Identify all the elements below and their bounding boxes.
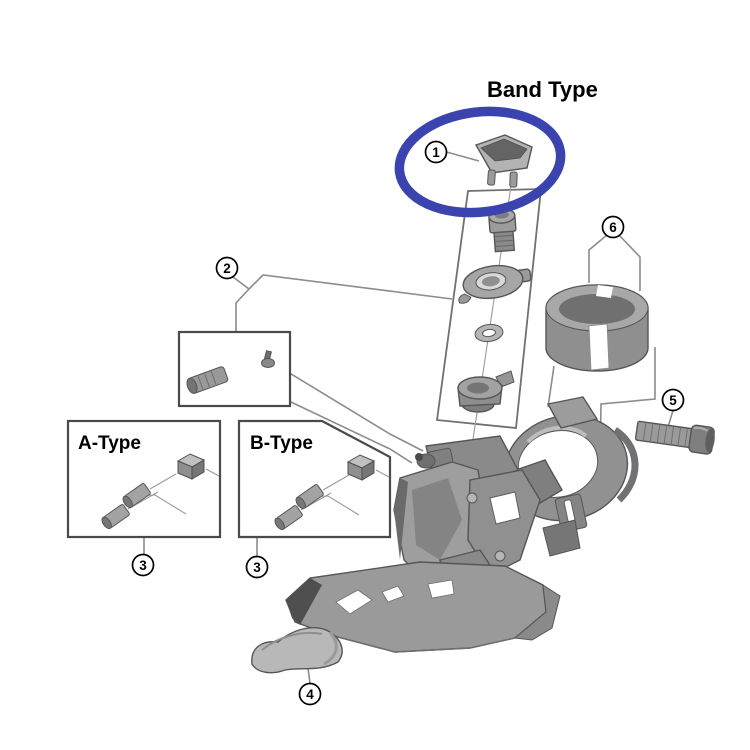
svg-text:6: 6	[609, 220, 617, 235]
a-type-label: A-Type	[78, 433, 141, 454]
part-4-skid-plate	[251, 627, 343, 674]
highlight-ellipse	[394, 106, 566, 218]
svg-text:3: 3	[139, 558, 147, 573]
callout-3-b: 3	[245, 555, 269, 579]
callout-1: 1	[424, 140, 448, 164]
bolt-chain-parts	[457, 208, 532, 413]
band-shim	[545, 284, 649, 372]
band-type-label: Band Type	[487, 77, 598, 102]
svg-text:3: 3	[253, 560, 261, 575]
cable-anchor-plate	[458, 264, 532, 304]
svg-text:5: 5	[669, 393, 677, 408]
chain-guide-cage	[285, 561, 561, 653]
callout-2: 2	[215, 256, 239, 280]
callout-5: 5	[661, 388, 685, 412]
clamp-bolt	[634, 420, 715, 455]
callout-4: 4	[298, 682, 322, 706]
b-type-box: B-Type	[237, 419, 392, 539]
clamp-nut	[457, 370, 515, 413]
cable-clamp-bolt-on-body	[415, 447, 454, 469]
adjuster-box	[177, 330, 292, 408]
b-type-parts	[274, 454, 390, 531]
barrel-adjuster	[186, 366, 229, 394]
svg-text:2: 2	[223, 261, 231, 276]
a-type-box: A-Type	[66, 419, 222, 539]
b-type-label: B-Type	[250, 433, 313, 454]
callout-3-a: 3	[131, 553, 155, 577]
callouts: 1 2 3 3 4 5 6	[131, 140, 685, 706]
cable-guide-fitting	[261, 350, 275, 368]
a-type-parts	[101, 453, 220, 530]
svg-text:4: 4	[306, 687, 314, 702]
svg-text:1: 1	[432, 145, 440, 160]
washer	[474, 323, 504, 343]
part-1-cable-cover	[474, 134, 533, 188]
callout-6: 6	[601, 215, 625, 239]
